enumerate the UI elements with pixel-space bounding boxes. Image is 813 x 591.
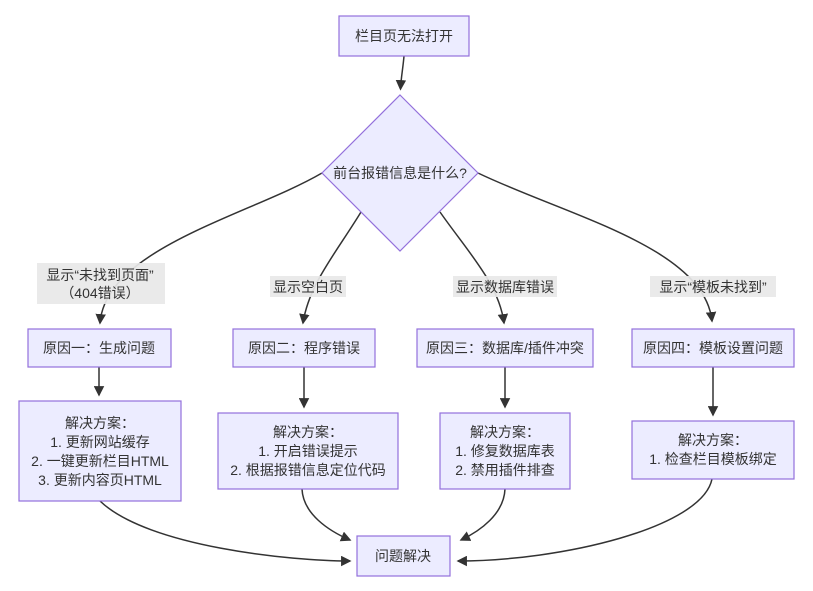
cause-node-1-box <box>27 328 172 368</box>
solution-node-3-line1: 解决方案： <box>470 424 540 440</box>
decision-node-label: 前台报错信息是什么? <box>333 165 467 181</box>
solution-node-1-line4: 3. 更新内容页HTML <box>38 472 162 488</box>
solution-node-2: 解决方案： 1. 开启错误提示 2. 根据报错信息定位代码 <box>217 412 399 490</box>
solution-node-3-line2: 1. 修复数据库表 <box>455 443 555 459</box>
edge-decision-to-cause4 <box>477 172 717 323</box>
nodes: 栏目页无法打开 前台报错信息是什么? 原因一：生成问题 原因二：程序错误 原因三… <box>18 15 795 577</box>
edge-label-404-bg <box>37 263 165 304</box>
edge-start-to-decision <box>395 55 407 91</box>
cause-node-1: 原因一：生成问题 <box>27 328 172 368</box>
cause-node-4: 原因四：模板设置问题 <box>631 328 795 368</box>
edge-label-blank-page-bg <box>270 276 346 297</box>
edge-labels: 显示“未找到页面” （404错误） 显示空白页 显示数据库错误 显示“模板未找到… <box>37 263 776 304</box>
edge-solution1-to-end <box>99 500 352 567</box>
solution-node-3: 解决方案： 1. 修复数据库表 2. 禁用插件排查 <box>439 412 571 490</box>
solution-node-4-box <box>631 420 795 480</box>
edge-label-db-error-bg <box>453 276 557 297</box>
edge-label-404: 显示“未找到页面” （404错误） <box>37 263 165 304</box>
solution-node-2-line1: 解决方案： <box>273 424 343 440</box>
cause-node-3-box <box>416 328 594 368</box>
edge-label-db-error: 显示数据库错误 <box>453 276 557 297</box>
edge-solution2-to-end <box>301 488 352 542</box>
cause-node-2: 原因二：程序错误 <box>232 328 376 368</box>
solution-node-4: 解决方案： 1. 检查栏目模板绑定 <box>631 420 795 480</box>
cause-node-1-label: 原因一：生成问题 <box>43 340 155 356</box>
solution-node-3-line3: 2. 禁用插件排查 <box>455 462 555 478</box>
edge-label-404-line2: （404错误） <box>60 285 139 301</box>
edge-label-blank-page: 显示空白页 <box>270 276 346 297</box>
decision-node-diamond <box>321 94 479 252</box>
end-node-box <box>356 535 451 577</box>
solution-node-1-box <box>18 400 182 502</box>
solution-node-3-box <box>439 412 571 490</box>
edge-label-template-missing: 显示“模板未找到” <box>650 276 776 297</box>
decision-node: 前台报错信息是什么? <box>321 94 479 252</box>
edge-decision-to-cause2 <box>299 211 362 325</box>
solution-node-1-line1: 解决方案： <box>65 415 135 431</box>
cause-node-3-label: 原因三：数据库/插件冲突 <box>426 340 584 356</box>
cause-node-2-box <box>232 328 376 368</box>
end-node-label: 问题解决 <box>375 548 431 564</box>
solution-node-2-line2: 1. 开启错误提示 <box>258 443 358 459</box>
edges <box>93 55 719 567</box>
edge-solution3-to-end <box>459 488 506 541</box>
edge-solution4-to-end <box>456 478 713 567</box>
cause-node-3: 原因三：数据库/插件冲突 <box>416 328 594 368</box>
start-node-label: 栏目页无法打开 <box>355 28 453 44</box>
start-node: 栏目页无法打开 <box>338 15 470 57</box>
solution-node-4-line1: 解决方案： <box>678 432 748 448</box>
edge-label-template-missing-text: 显示“模板未找到” <box>659 279 767 295</box>
edge-label-404-line1: 显示“未找到页面” <box>46 267 154 283</box>
edge-label-blank-page-text: 显示空白页 <box>273 279 343 295</box>
solution-node-2-box <box>217 412 399 490</box>
cause-node-4-label: 原因四：模板设置问题 <box>643 340 783 356</box>
solution-node-4-line2: 1. 检查栏目模板绑定 <box>649 451 777 467</box>
cause-node-4-box <box>631 328 795 368</box>
edge-decision-to-cause3 <box>439 211 509 325</box>
solution-node-1: 解决方案： 1. 更新网站缓存 2. 一键更新栏目HTML 3. 更新内容页HT… <box>18 400 182 502</box>
solution-node-2-line3: 2. 根据报错信息定位代码 <box>230 462 386 478</box>
solution-node-1-line3: 2. 一键更新栏目HTML <box>31 453 169 469</box>
cause-node-2-label: 原因二：程序错误 <box>248 340 360 356</box>
edge-label-template-missing-bg <box>650 276 776 297</box>
edge-label-db-error-text: 显示数据库错误 <box>456 279 554 295</box>
solution-node-1-line2: 1. 更新网站缓存 <box>50 434 150 450</box>
start-node-box <box>338 15 470 57</box>
end-node: 问题解决 <box>356 535 451 577</box>
